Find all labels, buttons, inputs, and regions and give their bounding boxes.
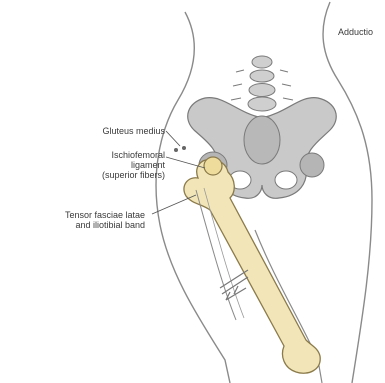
lumbar-spine <box>231 56 293 111</box>
gluteus-medius-marker <box>174 148 178 152</box>
sacrum <box>244 116 280 164</box>
label-tensor-fasciae-latae: Tensor fasciae latae and iliotibial band <box>65 210 145 230</box>
body-outline-right <box>323 2 372 383</box>
ischiofemoral-line-2: ligament <box>102 160 165 170</box>
label-ischiofemoral-ligament: Ischiofemoral ligament (superior fibers) <box>102 150 165 180</box>
instrument-marks <box>220 270 248 300</box>
adductor-text: Adductio <box>338 27 373 37</box>
femoral-head <box>204 157 222 175</box>
acetabulum-right <box>300 153 324 177</box>
ischiofemoral-line-3: (superior fibers) <box>102 170 165 180</box>
gluteus-medius-marker <box>182 146 186 150</box>
tensor-fasciae-line-2: and iliotibial band <box>65 220 145 230</box>
label-adductor: Adductio <box>338 27 373 37</box>
tensor-fasciae-line-1: Tensor fasciae latae <box>65 210 145 220</box>
label-gluteus-medius: Gluteus medius <box>102 126 165 136</box>
ischiofemoral-line-1: Ischiofemoral <box>102 150 165 160</box>
gluteus-medius-text: Gluteus medius <box>102 126 165 136</box>
obturator-foramen-right <box>275 171 297 189</box>
